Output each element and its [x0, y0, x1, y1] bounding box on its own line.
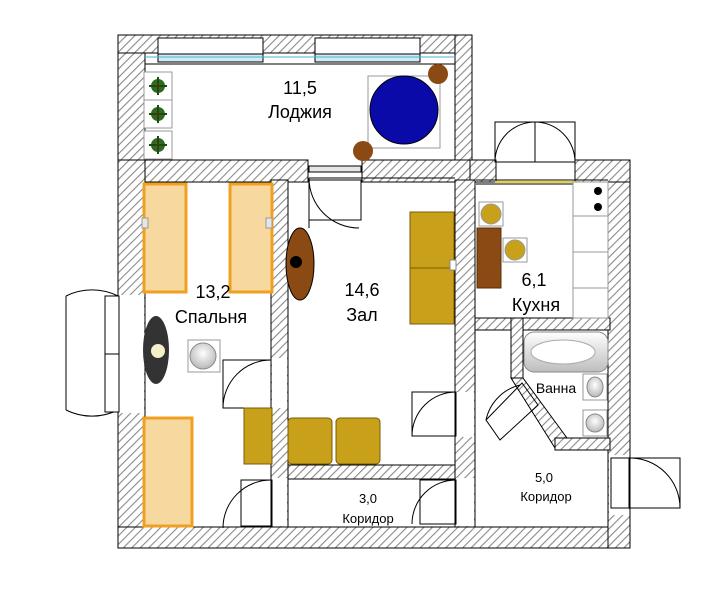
- hall-sofa: [409, 211, 457, 325]
- bedroom-sink: [187, 339, 221, 373]
- hall-kitchen-door[interactable]: [411, 391, 457, 437]
- bedroom-mirror: [143, 316, 169, 384]
- bathroom-door[interactable]: [485, 382, 539, 441]
- windows: [145, 37, 608, 185]
- entrance-door[interactable]: [610, 457, 681, 509]
- hall-name: Зал: [346, 305, 377, 325]
- bedroom-area: 13,2: [195, 282, 230, 302]
- room-labels: 11,5 Лоджия 13,2 Спальня 14,6 Зал 6,1 Ку…: [175, 78, 577, 526]
- kitchen-balcony-door[interactable]: [494, 121, 576, 163]
- corridor-small-name: Коридор: [342, 511, 393, 526]
- kitchen-counters: [572, 181, 609, 319]
- bedroom-beds: [142, 182, 274, 528]
- loggia-table: [353, 64, 448, 161]
- corridor-large-name: Коридор: [520, 489, 571, 504]
- doors[interactable]: [65, 121, 681, 529]
- corridor-hall-door[interactable]: [411, 479, 457, 525]
- bathroom-sink: [582, 373, 608, 437]
- bedroom-nightstands: [141, 217, 273, 229]
- bathtub: [523, 331, 609, 373]
- kitchen-area: 6,1: [521, 270, 546, 290]
- kitchen-name: Кухня: [512, 295, 560, 315]
- hall-loggia-door[interactable]: [308, 177, 362, 229]
- corridor-bedroom-door[interactable]: [222, 479, 273, 529]
- bedroom-name: Спальня: [175, 307, 247, 327]
- corridor-small-area: 3,0: [359, 491, 377, 506]
- hall-armchair-left: [285, 227, 315, 301]
- bedroom-exterior-door[interactable]: [65, 289, 120, 417]
- loggia-plants: [143, 71, 173, 160]
- bedroom-desk: [243, 407, 273, 465]
- kitchen-stove: [594, 187, 602, 211]
- hall-armchairs: [287, 417, 381, 465]
- bedroom-door[interactable]: [222, 359, 272, 409]
- loggia-name: Лоджия: [268, 102, 332, 122]
- kitchen-table: [476, 201, 528, 289]
- corridor-large-area: 5,0: [535, 470, 553, 485]
- hall-area: 14,6: [344, 280, 379, 300]
- bathroom-name: Ванна: [536, 380, 577, 396]
- loggia-area: 11,5: [283, 78, 317, 98]
